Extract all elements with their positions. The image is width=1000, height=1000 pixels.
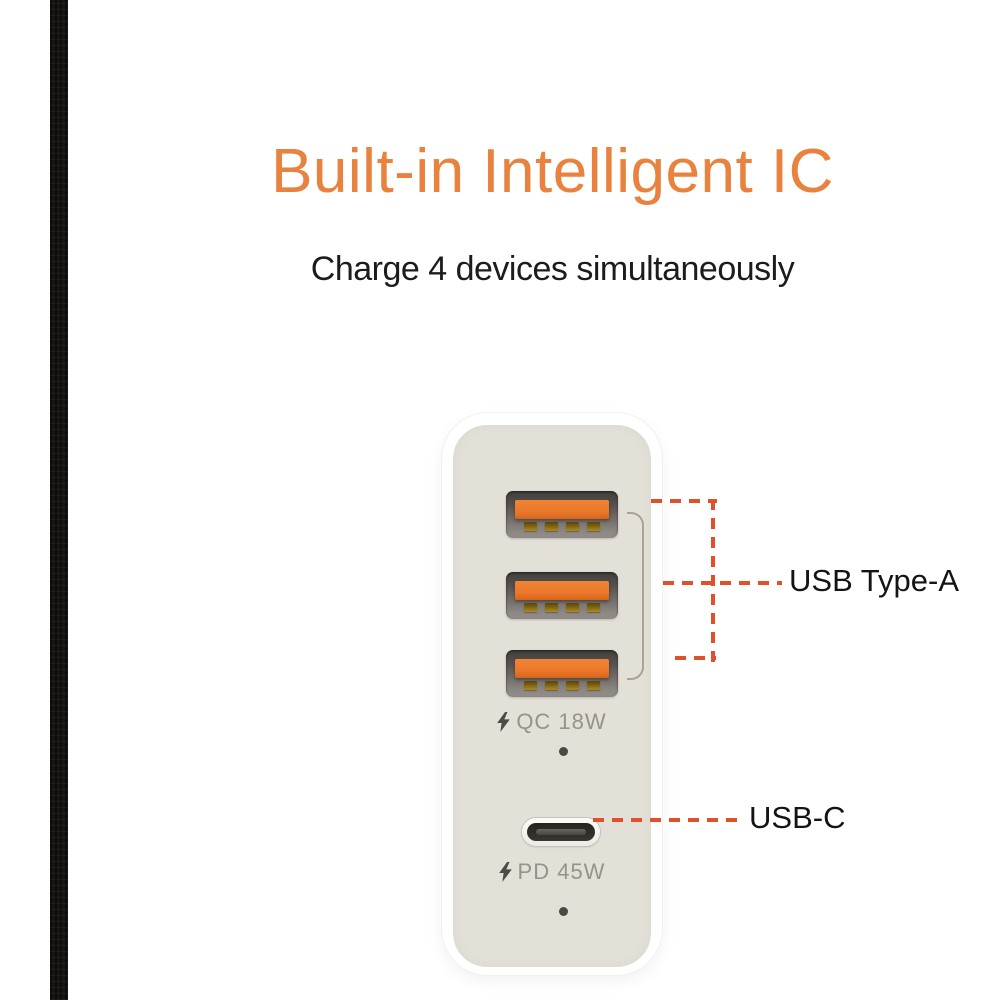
usb-a-contact-pin	[524, 522, 537, 531]
usb-a-tongue	[515, 581, 609, 600]
page-title: Built-in Intelligent IC	[271, 137, 834, 206]
usb-a-contacts	[515, 522, 609, 531]
usb-a-port	[506, 650, 618, 697]
usb-a-contact-pin	[566, 603, 579, 612]
led-indicator-dot	[559, 907, 568, 916]
led-indicator-dot	[559, 747, 568, 756]
pd-port-caption: PD 45W	[453, 861, 651, 883]
callout-dashed-line-middle	[663, 581, 782, 585]
usb-a-port	[506, 491, 618, 538]
usb-a-contact-pin	[566, 681, 579, 690]
callout-dashed-line-top	[651, 499, 717, 503]
qc-port-caption-text: QC 18W	[516, 709, 607, 734]
lightning-bolt-icon	[498, 862, 512, 882]
charger-face: QC 18W PD 45W	[453, 425, 651, 967]
usb-a-contacts	[515, 681, 609, 690]
usb-a-contact-pin	[524, 603, 537, 612]
usb-wall-charger: QC 18W PD 45W	[442, 413, 662, 975]
usb-a-contact-pin	[545, 681, 558, 690]
port-group-bracket	[627, 512, 644, 680]
callout-dashed-line-vertical	[711, 499, 715, 662]
usb-a-tongue	[515, 500, 609, 519]
qc-port-caption: QC 18W	[453, 711, 651, 733]
usb-c-label: USB-C	[749, 800, 846, 835]
usb-c-port	[522, 818, 600, 846]
usb-a-contact-pin	[587, 681, 600, 690]
usb-a-contact-pin	[587, 522, 600, 531]
callout-dashed-line-usbc	[593, 818, 744, 822]
usb-a-contact-pin	[524, 681, 537, 690]
usb-c-tongue	[536, 829, 586, 835]
usb-a-contact-pin	[566, 522, 579, 531]
usb-a-port	[506, 572, 618, 619]
usb-a-contact-pin	[587, 603, 600, 612]
pd-port-caption-text: PD 45W	[517, 859, 606, 884]
usb-c-port-recess	[527, 823, 595, 841]
usb-type-a-label: USB Type-A	[789, 563, 960, 598]
film-strip-texture	[50, 0, 68, 1000]
usb-a-contact-pin	[545, 522, 558, 531]
callout-dashed-line-bottom	[675, 656, 716, 660]
usb-a-contacts	[515, 603, 609, 612]
usb-a-contact-pin	[545, 603, 558, 612]
page-subtitle: Charge 4 devices simultaneously	[310, 250, 795, 288]
lightning-bolt-icon	[497, 712, 511, 732]
usb-a-tongue	[515, 659, 609, 678]
